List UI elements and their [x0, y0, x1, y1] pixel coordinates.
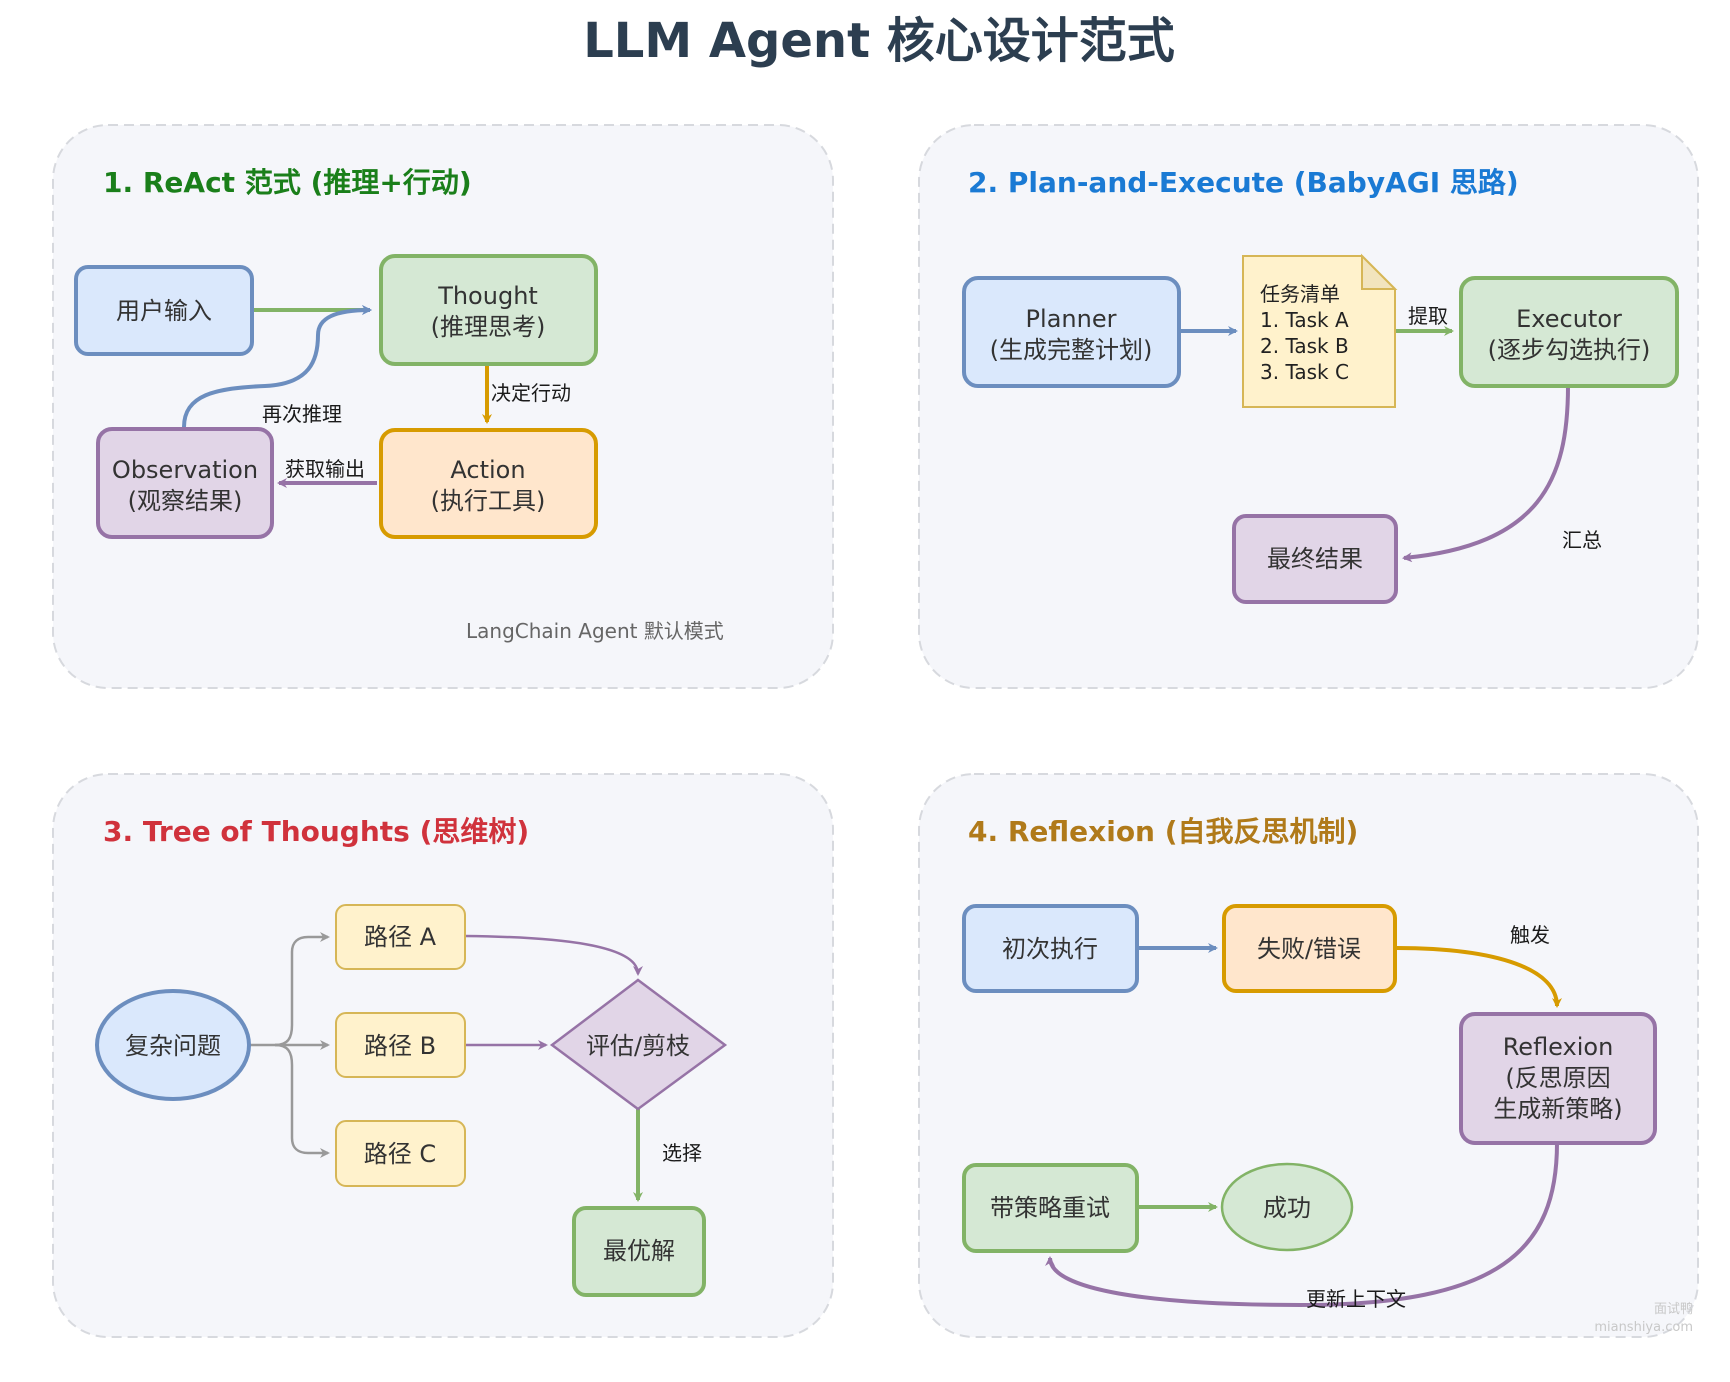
edge-label-update-context: 更新上下文	[1306, 1287, 1406, 1311]
task-list-item: 2. Task B	[1260, 334, 1349, 358]
node-reflexion-sublabel: 生成新策略)	[1493, 1095, 1622, 1123]
panel-react-title: 1. ReAct 范式 (推理+行动)	[103, 166, 472, 199]
node-path-c[interactable]: 路径 C	[335, 1120, 466, 1187]
node-thought-label: Thought	[437, 282, 538, 310]
task-list-item: 3. Task C	[1260, 360, 1349, 384]
node-best-solution-label: 最优解	[603, 1237, 675, 1265]
node-success-label: 成功	[1263, 1194, 1311, 1222]
task-list-item: 1. Task A	[1260, 308, 1349, 332]
node-failure[interactable]: 失败/错误	[1222, 904, 1397, 993]
node-initial-execution[interactable]: 初次执行	[962, 904, 1139, 993]
node-planner-label: Planner	[1026, 305, 1117, 333]
node-path-b[interactable]: 路径 B	[335, 1012, 466, 1078]
node-executor-label: Executor	[1516, 305, 1622, 333]
node-path-a-label: 路径 A	[364, 923, 437, 951]
node-path-c-label: 路径 C	[364, 1140, 436, 1168]
node-success[interactable]: 成功	[1220, 1162, 1354, 1252]
page-title: LLM Agent 核心设计范式	[583, 13, 1175, 69]
watermark-cn: 面试鸭	[1654, 1302, 1693, 1317]
node-initial-label: 初次执行	[1002, 935, 1098, 963]
edge-path-a-to-evaluate	[464, 934, 643, 976]
edge-label-fetch: 提取	[1408, 304, 1448, 328]
node-reflexion[interactable]: Reflexion (反思原因 生成新策略)	[1459, 1012, 1657, 1145]
edge-failure-to-reflexion	[1394, 946, 1562, 1008]
edge-label-get-output: 获取输出	[285, 457, 365, 481]
node-complex-problem-label: 复杂问题	[125, 1032, 221, 1060]
edge-observation-to-thought	[182, 305, 372, 428]
node-reflexion-label: Reflexion	[1503, 1033, 1614, 1061]
node-action-label: Action	[450, 456, 525, 484]
node-reflexion-sublabel: (反思原因	[1505, 1064, 1610, 1092]
node-final-result[interactable]: 最终结果	[1232, 514, 1398, 604]
node-thought-sublabel: (推理思考)	[431, 313, 546, 341]
edge-problem-to-path-c	[274, 1043, 330, 1158]
node-path-b-label: 路径 B	[364, 1032, 436, 1060]
node-executor-sublabel: (逐步勾选执行)	[1488, 336, 1651, 364]
node-evaluate-label: 评估/剪枝	[586, 1032, 690, 1060]
edge-executor-to-final	[1402, 385, 1570, 563]
node-observation-label: Observation	[112, 456, 258, 484]
node-user-input-label: 用户输入	[116, 297, 212, 325]
node-observation-sublabel: (观察结果)	[128, 487, 243, 515]
edge-label-trigger: 触发	[1510, 923, 1550, 947]
node-thought[interactable]: Thought (推理思考)	[379, 254, 598, 366]
node-executor[interactable]: Executor (逐步勾选执行)	[1459, 276, 1679, 388]
edge-label-select: 选择	[662, 1141, 702, 1165]
node-retry-label: 带策略重试	[990, 1194, 1110, 1222]
node-task-list[interactable]: 任务清单 1. Task A 2. Task B 3. Task C	[1242, 253, 1398, 408]
task-list-heading: 任务清单	[1260, 282, 1340, 306]
edge-label-summarize: 汇总	[1562, 528, 1602, 552]
panel-reflexion: 4. Reflexion (自我反思机制) 触发 更新上下文 初次执行 失败/错…	[918, 773, 1699, 1338]
node-final-result-label: 最终结果	[1267, 545, 1363, 573]
edge-label-reason-again: 再次推理	[262, 402, 342, 426]
node-user-input[interactable]: 用户输入	[74, 265, 254, 356]
edge-reflexion-to-retry	[1045, 1142, 1559, 1308]
doc-fold-corner	[1361, 253, 1398, 290]
panel-react: 1. ReAct 范式 (推理+行动) 决定行动 获取输出 再次推理 用户输入 …	[52, 124, 834, 689]
node-evaluate-prune[interactable]: 评估/剪枝	[549, 978, 728, 1111]
panel-reflexion-title: 4. Reflexion (自我反思机制)	[968, 815, 1358, 848]
watermark-url: mianshiya.com	[1594, 1320, 1693, 1335]
edge-problem-to-path-a	[274, 932, 330, 1047]
panel-plan-execute-title: 2. Plan-and-Execute (BabyAGI 思路)	[968, 166, 1519, 199]
node-action[interactable]: Action (执行工具)	[379, 428, 598, 539]
panel-plan-execute: 2. Plan-and-Execute (BabyAGI 思路) 提取 汇总 P…	[918, 124, 1699, 689]
node-failure-label: 失败/错误	[1257, 935, 1361, 963]
node-action-sublabel: (执行工具)	[431, 487, 546, 515]
node-retry[interactable]: 带策略重试	[962, 1163, 1139, 1253]
node-complex-problem[interactable]: 复杂问题	[95, 989, 251, 1101]
node-best-solution[interactable]: 最优解	[572, 1206, 706, 1297]
panel-tree-of-thoughts: 3. Tree of Thoughts (思维树) 选择 复杂问题 路径 A 路…	[52, 773, 834, 1338]
node-planner[interactable]: Planner (生成完整计划)	[962, 276, 1181, 388]
panel-react-background	[52, 124, 834, 689]
node-path-a[interactable]: 路径 A	[335, 904, 466, 970]
edge-label-decide-action: 决定行动	[491, 381, 571, 405]
node-planner-sublabel: (生成完整计划)	[990, 336, 1153, 364]
panel-tot-title: 3. Tree of Thoughts (思维树)	[103, 815, 529, 848]
panel-react-caption: LangChain Agent 默认模式	[466, 619, 724, 643]
node-observation[interactable]: Observation (观察结果)	[96, 427, 274, 539]
